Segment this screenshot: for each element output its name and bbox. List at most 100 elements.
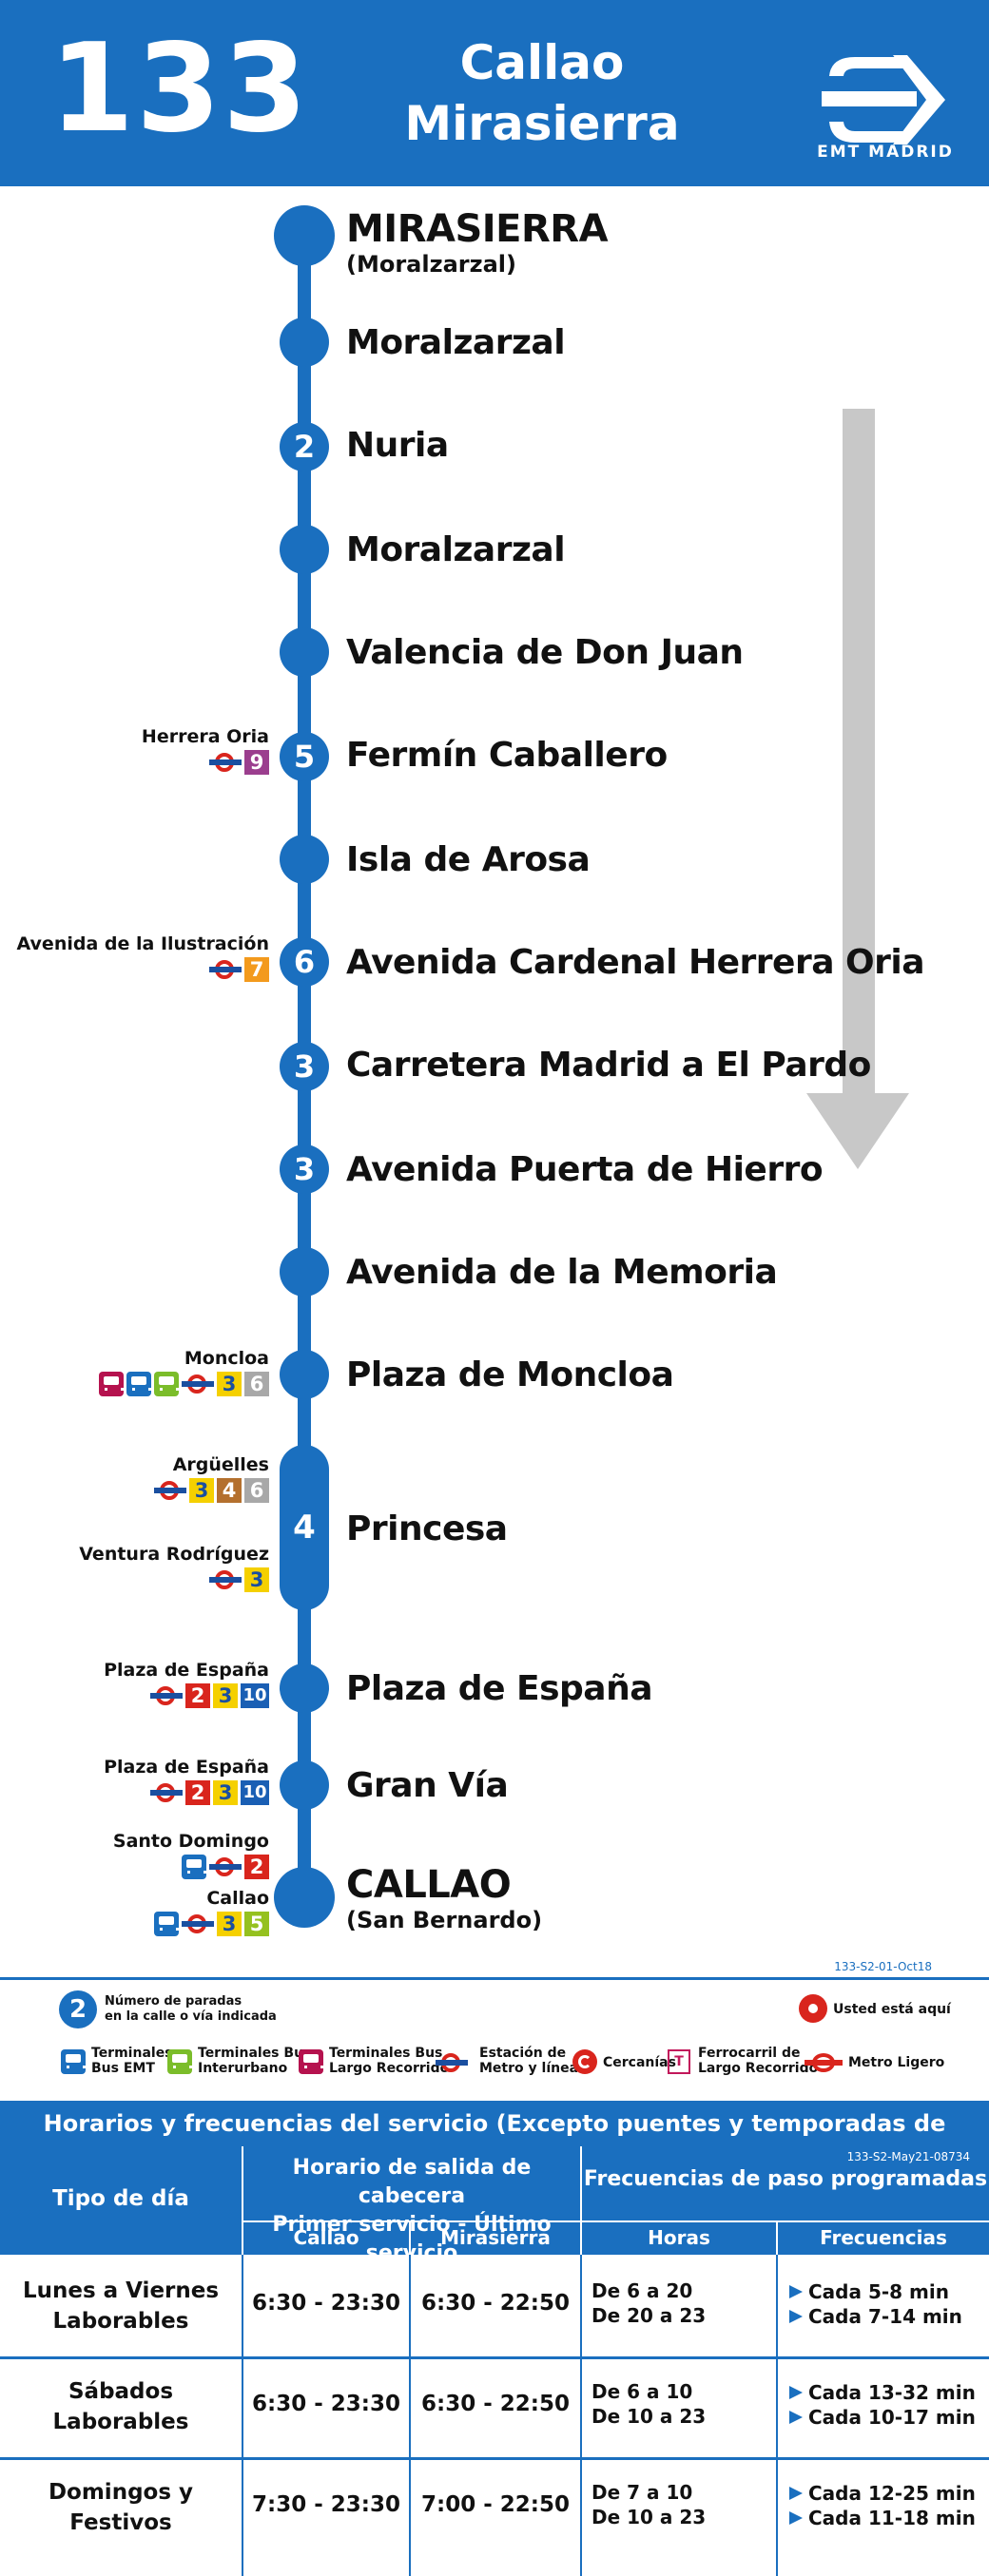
connection-ilustracion: Avenida de la Ilustración 7 (17, 933, 269, 982)
hours-range: De 6 a 20 (591, 2279, 693, 2302)
terminal-b: Mirasierra (404, 96, 680, 151)
day-type-line: Domingos y (48, 2480, 194, 2505)
hours-range: De 10 a 23 (591, 2405, 707, 2428)
legend-cercanias: Cercanías (603, 2055, 676, 2070)
connection-label: Ventura Rodríguez (79, 1544, 269, 1565)
schedule-title: Horarios y frecuencias del servicio (Exc… (0, 2101, 989, 2182)
bus-interurbano-icon (167, 2049, 192, 2074)
stop-name: Plaza de España (346, 1669, 653, 1708)
legend-line: Metro y línea (479, 2061, 579, 2076)
connection-label: Plaza de España (104, 1660, 269, 1681)
connection-callao: Callao 3 5 (154, 1888, 269, 1936)
metro-icon (436, 2053, 468, 2072)
stop-count-marker: 5 (280, 732, 329, 781)
bus-emt-icon (61, 2049, 86, 2074)
col-departure: Horario de salida de cabecera Primer ser… (243, 2154, 580, 2268)
stop-count-marker: 6 (280, 937, 329, 987)
ferrocarril-icon: T (668, 2049, 690, 2074)
freq-cell: Cada 13-32 min Cada 10-17 min (789, 2380, 976, 2430)
arrow-right-icon (789, 2386, 803, 2399)
legend-line: Terminales Bus (329, 2046, 443, 2061)
stop-count-marker: 3 (280, 1042, 329, 1091)
first-last-callao: 6:30 - 23:30 (252, 2291, 400, 2316)
metro-icon (150, 1686, 183, 1705)
route-terminals: Callao Mirasierra (361, 32, 723, 154)
version-code: 133-S2-01-Oct18 (834, 1960, 932, 1973)
hours-cell: De 7 a 10 De 10 a 23 (591, 2481, 706, 2530)
hours-cell: De 6 a 20 De 20 a 23 (591, 2279, 706, 2329)
legend-line: Número de paradas (105, 1994, 242, 2009)
metro-icon (182, 1914, 214, 1933)
metro-line-badge: 3 (213, 1780, 238, 1805)
metro-icon (209, 960, 242, 979)
stop-name: Gran Vía (346, 1766, 509, 1805)
metro-line-badge: 2 (244, 1855, 269, 1879)
terminal-a: Callao (459, 35, 625, 90)
bus-emt-icon (154, 1912, 179, 1936)
stop-marker (280, 835, 329, 884)
connection-arguelles: Argüelles 3 4 6 (154, 1454, 269, 1503)
col-day-type: Tipo de día (52, 2186, 189, 2211)
stop-marker-terminal (274, 205, 335, 266)
metro-icon (209, 1857, 242, 1876)
connection-plaza-espana-gran-via: Plaza de España 2 3 10 (104, 1757, 269, 1805)
metro-icon (154, 1481, 186, 1500)
day-type-line: Sábados (68, 2379, 174, 2404)
stop-count-legend-icon: 2 (59, 1990, 97, 2028)
legend-stops-count: Número de paradas en la calle o vía indi… (105, 1994, 277, 2025)
stop-count-marker: 3 (280, 1144, 329, 1194)
metro-line-badge: 10 (241, 1780, 269, 1805)
metro-line-badge: 3 (217, 1912, 242, 1936)
metro-line-badge: 6 (244, 1478, 269, 1503)
stop-name: Valencia de Don Juan (346, 633, 744, 672)
connection-label: Plaza de España (104, 1757, 269, 1778)
cercanias-icon (572, 2049, 597, 2074)
sub-col-horas: Horas (648, 2226, 710, 2249)
first-last-mirasierra: 6:30 - 22:50 (421, 2392, 570, 2416)
stop-count-marker: 4 (280, 1445, 329, 1610)
legend-line: en la calle o vía indicada (105, 2009, 277, 2024)
metro-line-badge: 6 (244, 1372, 269, 1396)
stop-subname: (Moralzarzal) (346, 251, 516, 278)
legend-metro-ligero: Metro Ligero (848, 2055, 945, 2070)
divider (580, 2255, 582, 2576)
bus-largo-recorrido-icon (99, 1372, 124, 1396)
stop-marker (280, 627, 329, 677)
hours-range: De 10 a 23 (591, 2506, 707, 2528)
first-last-callao: 6:30 - 23:30 (252, 2392, 400, 2416)
metro-line-badge: 10 (241, 1683, 269, 1708)
connection-label: Avenida de la Ilustración (16, 933, 269, 954)
metro-line-badge: 9 (244, 750, 269, 775)
table-row-day: Lunes a Viernes Laborables (0, 2276, 242, 2336)
day-type-line: Festivos (69, 2510, 172, 2535)
stop-marker (280, 1247, 329, 1297)
metro-icon (182, 1375, 214, 1394)
divider (0, 2457, 989, 2460)
route-header: 133 Callao Mirasierra EMT MADRID (0, 0, 989, 186)
day-type-line: Laborables (52, 2309, 189, 2334)
frequency-value: Cada 12-25 min (808, 2482, 976, 2505)
legend-you-are-here: Usted está aquí (833, 2002, 951, 2017)
stop-name: Moralzarzal (346, 323, 566, 362)
table-row-day: Sábados Laborables (0, 2376, 242, 2437)
metro-ligero-icon (805, 2053, 843, 2072)
metro-line-badge: 2 (185, 1683, 210, 1708)
stop-name: Plaza de Moncloa (346, 1355, 674, 1394)
day-type-line: Laborables (52, 2410, 189, 2434)
legend-largo-recorrido: Terminales Bus Largo Recorrido (329, 2046, 449, 2076)
divider (409, 2220, 411, 2255)
divider (776, 2220, 778, 2255)
day-type-line: Lunes a Viernes (22, 2278, 220, 2303)
divider (409, 2255, 411, 2576)
connection-label: Callao (206, 1888, 269, 1909)
stop-name: Moralzarzal (346, 530, 566, 569)
hours-range: De 6 a 10 (591, 2380, 693, 2403)
legend-line: Terminales (91, 2046, 173, 2061)
stop-marker (280, 317, 329, 367)
metro-line-badge: 3 (213, 1683, 238, 1708)
stop-name: Isla de Arosa (346, 840, 591, 879)
connection-label: Santo Domingo (112, 1831, 269, 1852)
legend-line: Interurbano (198, 2061, 288, 2076)
stop-marker (280, 1663, 329, 1713)
metro-line-badge: 3 (189, 1478, 214, 1503)
